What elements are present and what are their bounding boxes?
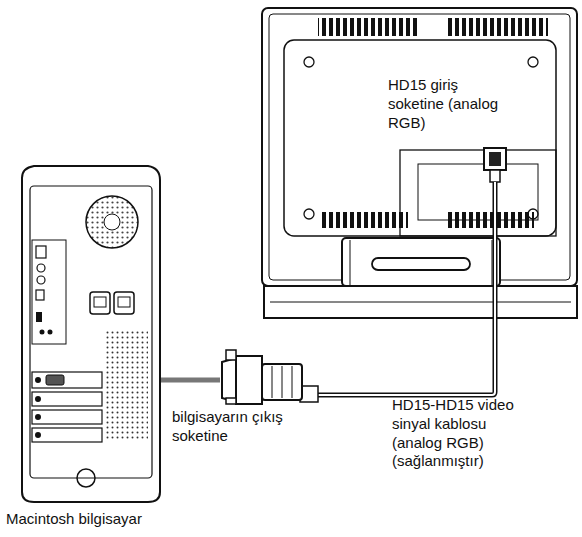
cable-label: HD15-HD15 video sinyal kablosu (analog R…: [392, 396, 532, 471]
macintosh-computer: [22, 166, 160, 502]
monitor-back: [262, 8, 577, 318]
video-cable: [222, 148, 506, 404]
port-label: bilgisayarın çıkış soketine: [172, 408, 317, 446]
computer-label: Macintosh bilgisayar: [6, 510, 226, 529]
port-label: HD15 giriş soketine (analog RGB): [388, 76, 513, 132]
